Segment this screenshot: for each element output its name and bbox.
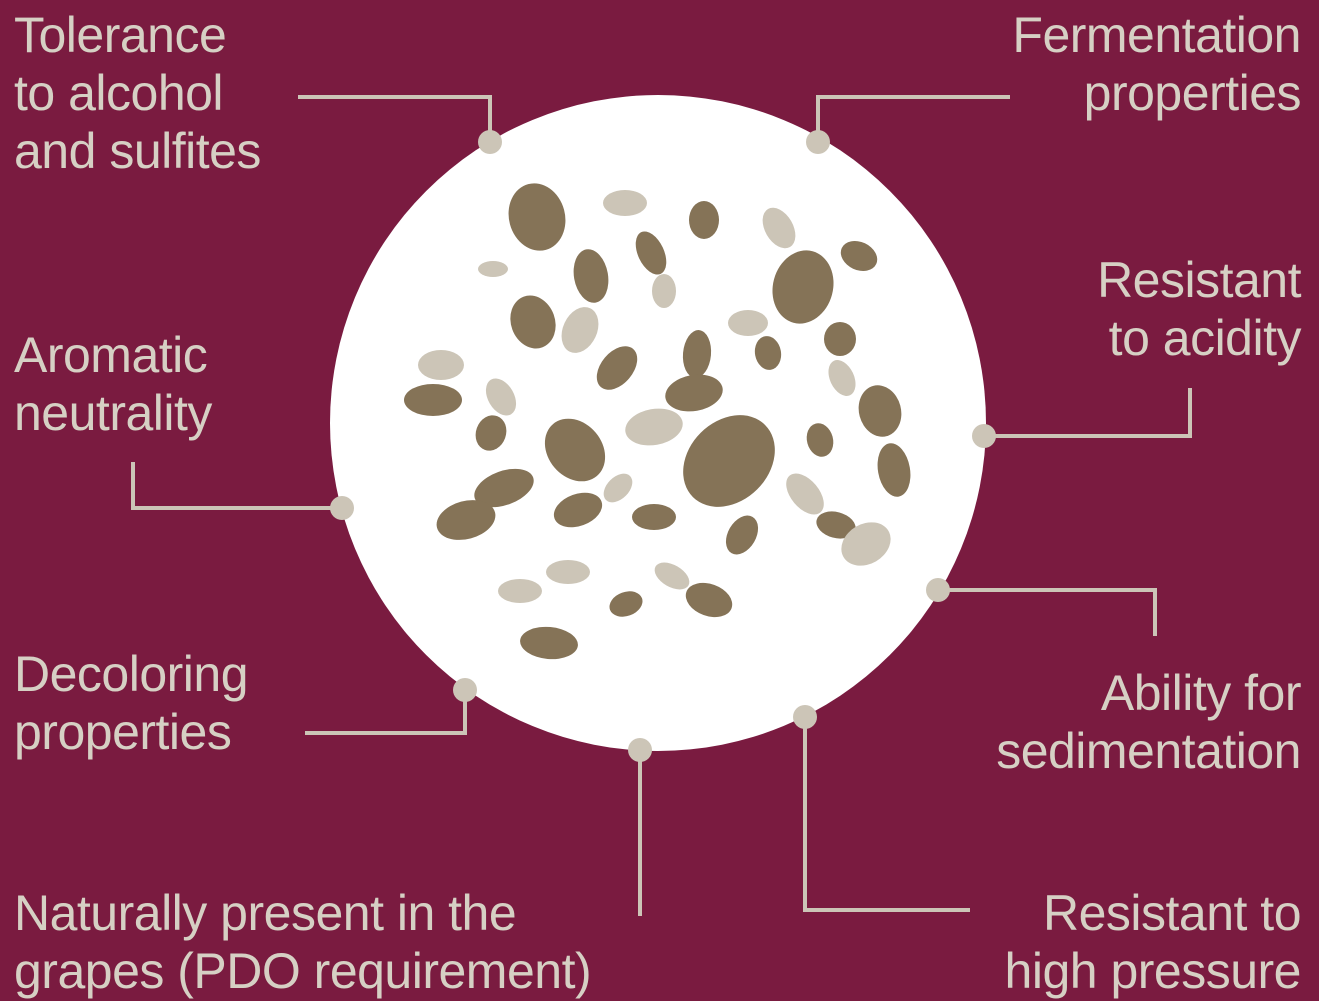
- yeast-cell: [546, 560, 590, 584]
- label-fermentation: Fermentation properties: [1012, 6, 1301, 122]
- dot-fermentation: [806, 130, 830, 154]
- label-fermentation-line-2: properties: [1012, 64, 1301, 122]
- yeast-cell: [478, 261, 508, 277]
- label-sedimentation-line-2: sedimentation: [996, 722, 1301, 780]
- yeast-cell: [824, 322, 856, 356]
- yeast-cell: [404, 384, 462, 416]
- yeast-cell: [689, 201, 719, 239]
- label-pressure: Resistant to high pressure: [1005, 884, 1301, 1000]
- label-acidity-line-2: to acidity: [1097, 309, 1301, 367]
- label-decoloring: Decoloring properties: [14, 645, 248, 761]
- dot-sedimentation: [926, 578, 950, 602]
- dot-decoloring: [453, 678, 477, 702]
- dot-tolerance: [478, 130, 502, 154]
- label-decoloring-line-2: properties: [14, 703, 248, 761]
- yeast-cell: [603, 190, 647, 216]
- label-tolerance-line-2: to alcohol: [14, 64, 261, 122]
- connector-decoloring: [305, 690, 465, 733]
- label-tolerance: Tolerance to alcohol and sulfites: [14, 6, 261, 180]
- label-tolerance-line-3: and sulfites: [14, 122, 261, 180]
- dot-pressure: [793, 705, 817, 729]
- dot-natural: [628, 738, 652, 762]
- dot-aromatic: [330, 496, 354, 520]
- label-decoloring-line-1: Decoloring: [14, 645, 248, 703]
- label-sedimentation-line-1: Ability for: [996, 664, 1301, 722]
- yeast-cell: [632, 504, 676, 530]
- connector-pressure: [805, 717, 970, 910]
- yeast-cell: [498, 579, 542, 603]
- connector-sedimentation: [938, 590, 1155, 636]
- dot-acidity: [972, 424, 996, 448]
- label-aromatic-line-2: neutrality: [14, 384, 212, 442]
- label-natural: Naturally present in the grapes (PDO req…: [14, 884, 591, 1000]
- yeast-cell: [418, 350, 464, 380]
- label-sedimentation: Ability for sedimentation: [996, 664, 1301, 780]
- connector-fermentation: [818, 97, 1010, 142]
- label-tolerance-line-1: Tolerance: [14, 6, 261, 64]
- label-natural-line-1: Naturally present in the: [14, 884, 591, 942]
- label-aromatic: Aromatic neutrality: [14, 326, 212, 442]
- connector-tolerance: [298, 97, 490, 142]
- connector-aromatic: [133, 462, 342, 508]
- label-aromatic-line-1: Aromatic: [14, 326, 212, 384]
- label-pressure-line-1: Resistant to: [1005, 884, 1301, 942]
- yeast-cell: [652, 274, 676, 308]
- label-fermentation-line-1: Fermentation: [1012, 6, 1301, 64]
- label-natural-line-2: grapes (PDO requirement): [14, 942, 591, 1000]
- label-pressure-line-2: high pressure: [1005, 942, 1301, 1000]
- label-acidity-line-1: Resistant: [1097, 251, 1301, 309]
- label-acidity: Resistant to acidity: [1097, 251, 1301, 367]
- yeast-cell: [728, 310, 768, 336]
- connector-acidity: [984, 388, 1190, 436]
